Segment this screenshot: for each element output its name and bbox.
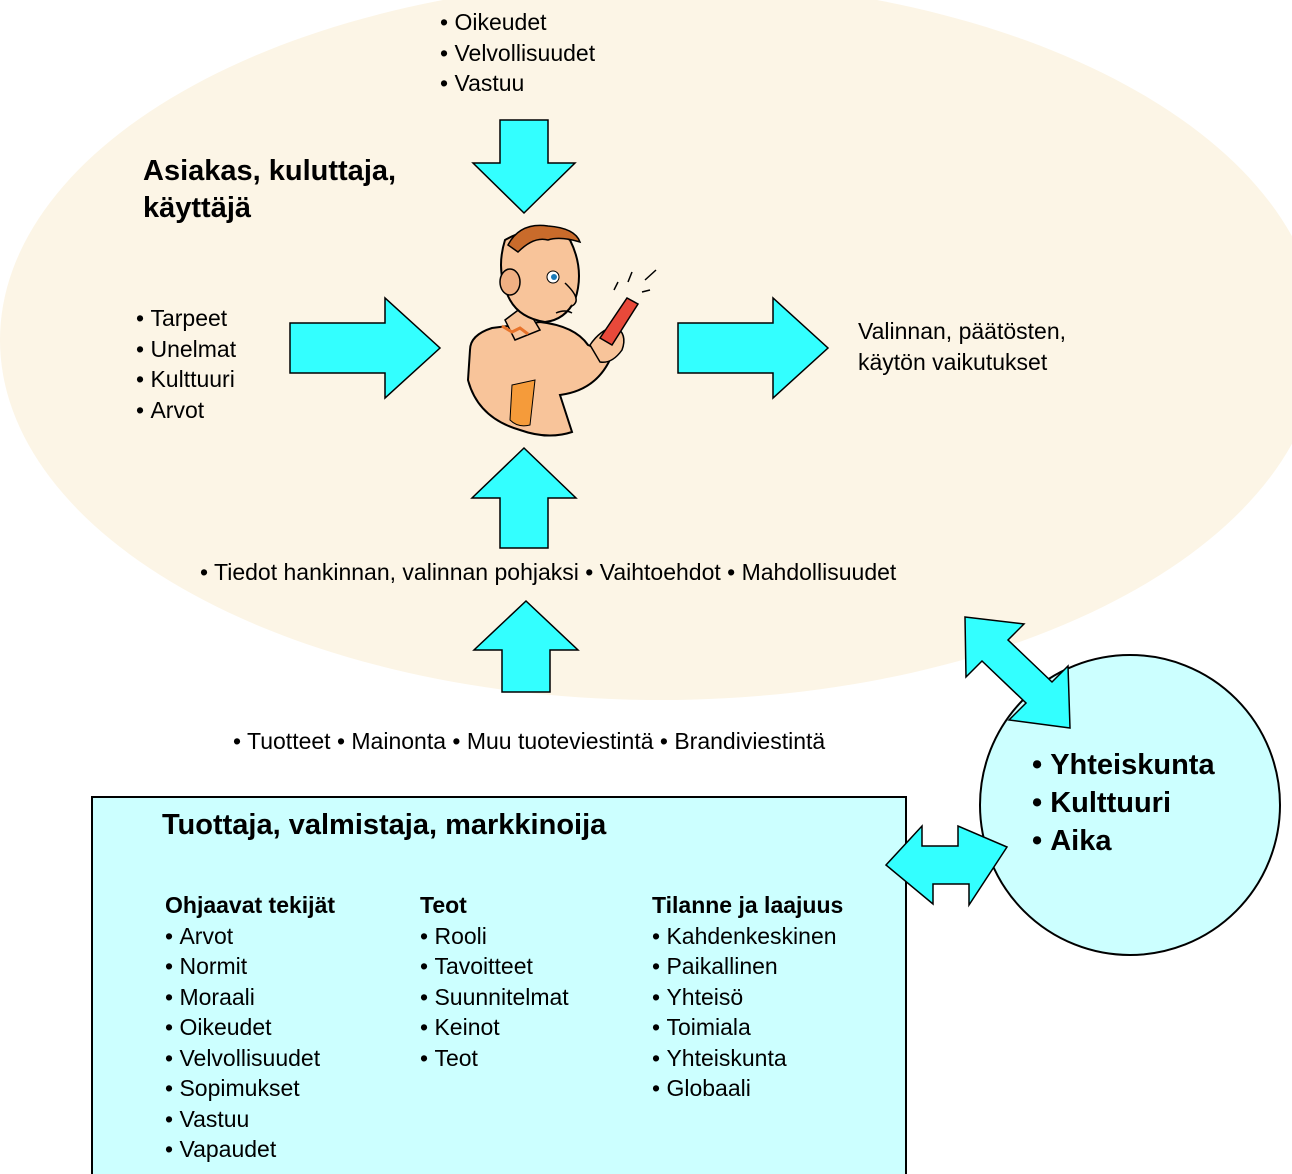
arrow-right-effects bbox=[677, 296, 830, 400]
column-list: Kahdenkeskinen Paikallinen Yhteisö Toimi… bbox=[652, 921, 843, 1104]
consumer-title-line1: Asiakas, kuluttaja, bbox=[143, 155, 397, 187]
society-list: Yhteiskunta Kulttuuri Aika bbox=[1032, 746, 1215, 860]
consumer-ellipse bbox=[0, 0, 1292, 700]
arrow-right-left bbox=[289, 296, 442, 400]
consumer-left-list: Tarpeet Unelmat Kulttuuri Arvot bbox=[136, 303, 236, 425]
column-title: Ohjaavat tekijät bbox=[165, 892, 336, 918]
list-item: Toimiala bbox=[652, 1012, 843, 1043]
list-item: Teot bbox=[420, 1043, 569, 1074]
arrow-down-top bbox=[471, 119, 577, 215]
list-item: Sopimukset bbox=[165, 1073, 335, 1104]
list-item: Globaali bbox=[652, 1073, 843, 1104]
arrow-up-outputs bbox=[472, 599, 580, 693]
consumer-effects-line2: käytön vaikutukset bbox=[858, 348, 1048, 375]
consumer-effects: Valinnan, päätösten, käytön vaikutukset bbox=[858, 316, 1066, 377]
list-item: Kulttuuri bbox=[1032, 784, 1215, 822]
arrow-up-info bbox=[470, 446, 578, 549]
list-item: Suunnitelmat bbox=[420, 982, 568, 1013]
list-item: Kahdenkeskinen bbox=[652, 921, 843, 952]
consumer-title: Asiakas, kuluttaja, käyttäjä bbox=[143, 153, 396, 227]
list-item: Paikallinen bbox=[652, 951, 843, 982]
consumer-top-list: Oikeudet Velvollisuudet Vastuu bbox=[440, 7, 595, 99]
person-with-phone-icon bbox=[466, 224, 657, 437]
list-item: Tavoitteet bbox=[420, 951, 569, 982]
column-list: Rooli Tavoitteet Suunnitelmat Keinot Teo… bbox=[420, 921, 569, 1074]
list-item: Vastuu bbox=[440, 68, 595, 99]
list-item: Kulttuuri bbox=[136, 364, 236, 395]
producer-column-scope: Tilanne ja laajuus Kahdenkeskinen Paikal… bbox=[652, 890, 843, 1104]
consumer-effects-line1: Valinnan, päätösten, bbox=[858, 318, 1067, 344]
list-item: Moraali bbox=[165, 982, 335, 1013]
list-item: Tarpeet bbox=[136, 303, 236, 334]
list-item: Unelmat bbox=[136, 334, 236, 365]
consumer-title-line2: käyttäjä bbox=[143, 192, 252, 224]
list-item: Velvollisuudet bbox=[165, 1043, 335, 1074]
list-item: Velvollisuudet bbox=[440, 38, 595, 69]
list-item: Rooli bbox=[420, 921, 569, 952]
list-item: Oikeudet bbox=[165, 1012, 335, 1043]
column-list: Arvot Normit Moraali Oikeudet Velvollisu… bbox=[165, 921, 335, 1165]
list-item: Yhteiskunta bbox=[652, 1043, 843, 1074]
column-title: Tilanne ja laajuus bbox=[652, 892, 844, 918]
producer-column-actions: Teot Rooli Tavoitteet Suunnitelmat Keino… bbox=[420, 890, 569, 1073]
double-arrow-ellipse-society bbox=[964, 616, 1071, 729]
list-item: Keinot bbox=[420, 1012, 569, 1043]
list-item: Arvot bbox=[165, 921, 335, 952]
producer-outputs-line: • Tuotteet • Mainonta • Muu tuoteviestin… bbox=[233, 728, 826, 754]
producer-title: Tuottaja, valmistaja, markkinoija bbox=[162, 809, 607, 841]
list-item: Yhteisö bbox=[652, 982, 843, 1013]
list-item: Oikeudet bbox=[440, 7, 595, 38]
column-title: Teot bbox=[420, 892, 467, 918]
list-item: Yhteiskunta bbox=[1032, 746, 1214, 784]
list-item: Vapaudet bbox=[165, 1134, 335, 1165]
list-item: Aika bbox=[1032, 822, 1215, 860]
list-item: Vastuu bbox=[165, 1104, 335, 1135]
list-item: Normit bbox=[165, 951, 335, 982]
double-arrow-producer-society bbox=[884, 824, 1009, 908]
list-item: Arvot bbox=[136, 395, 236, 426]
consumer-info-line: • Tiedot hankinnan, valinnan pohjaksi • … bbox=[200, 559, 897, 585]
producer-column-driving-factors: Ohjaavat tekijät Arvot Normit Moraali Oi… bbox=[165, 890, 335, 1165]
